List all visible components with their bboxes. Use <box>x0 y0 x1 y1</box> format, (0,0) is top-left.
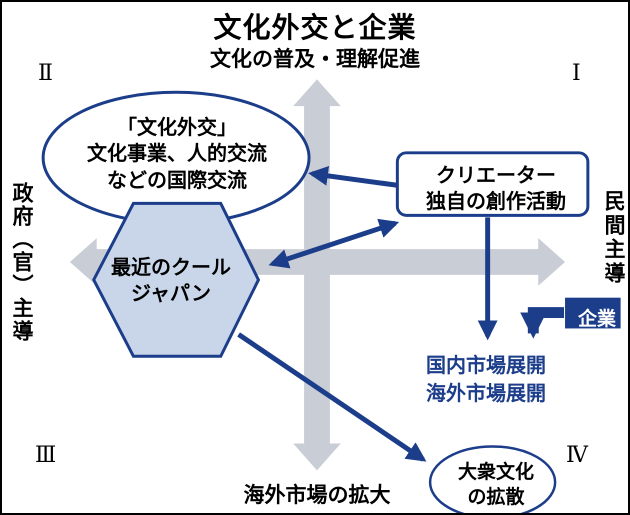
company-badge-label: 企業 <box>577 309 616 330</box>
cool-japan-hexagon-shape <box>92 201 261 358</box>
diplomacy-line-2: 文化事業、人的交流 <box>87 143 267 166</box>
quadrant-4-label: Ⅳ <box>566 442 588 467</box>
left-axis-label: 政府（官）主導 <box>10 182 33 343</box>
arrow-creator-to-diplomacy <box>308 165 400 189</box>
creator-line-2: 独自の創作活動 <box>426 191 566 213</box>
diplomacy-line-1: 「文化外交」 <box>117 117 237 139</box>
bottom-axis-label: 海外市場の拡大 <box>243 484 391 507</box>
pop-culture-line-2: の拡散 <box>467 486 525 508</box>
page-title: 文化外交と企業 <box>213 12 417 43</box>
creator-box-shape <box>395 151 590 217</box>
pop-culture-line-1: 大衆文化 <box>457 462 534 483</box>
diplomacy-line-3: などの国際交流 <box>107 169 247 192</box>
creator-box-text: クリエーター 独自の創作活動 <box>401 163 591 215</box>
arrow-hexagon-to-pop-culture <box>237 332 427 462</box>
company-badge-shape <box>565 297 621 329</box>
cool-japan-hexagon-text: 最近のクール ジャパン <box>96 255 246 307</box>
top-axis-caption: 文化の普及・理解促進 <box>210 48 420 71</box>
arrow-company-to-market <box>520 307 565 339</box>
market-expansion-text: 国内市場展開 海外市場展開 <box>426 352 596 408</box>
market-line-1: 国内市場展開 <box>426 355 546 377</box>
diplomacy-ellipse-text: 「文化外交」 文化事業、人的交流 などの国際交流 <box>47 115 307 194</box>
quadrant-1-label: Ⅰ <box>572 60 581 85</box>
arrow-hexagon-creator-double <box>268 218 400 269</box>
market-line-2: 海外市場展開 <box>426 383 546 405</box>
quadrant-2-label: Ⅱ <box>38 60 53 85</box>
pop-culture-ellipse-text: 大衆文化 の拡散 <box>433 461 559 510</box>
creator-line-1: クリエーター <box>436 165 556 187</box>
cool-japan-line-1: 最近のクール <box>111 257 231 279</box>
quadrant-3-label: Ⅲ <box>35 442 57 467</box>
cool-japan-line-2: ジャパン <box>131 283 211 305</box>
right-axis-label: 民間主導 <box>602 190 625 286</box>
pop-culture-ellipse-shape <box>428 445 557 513</box>
